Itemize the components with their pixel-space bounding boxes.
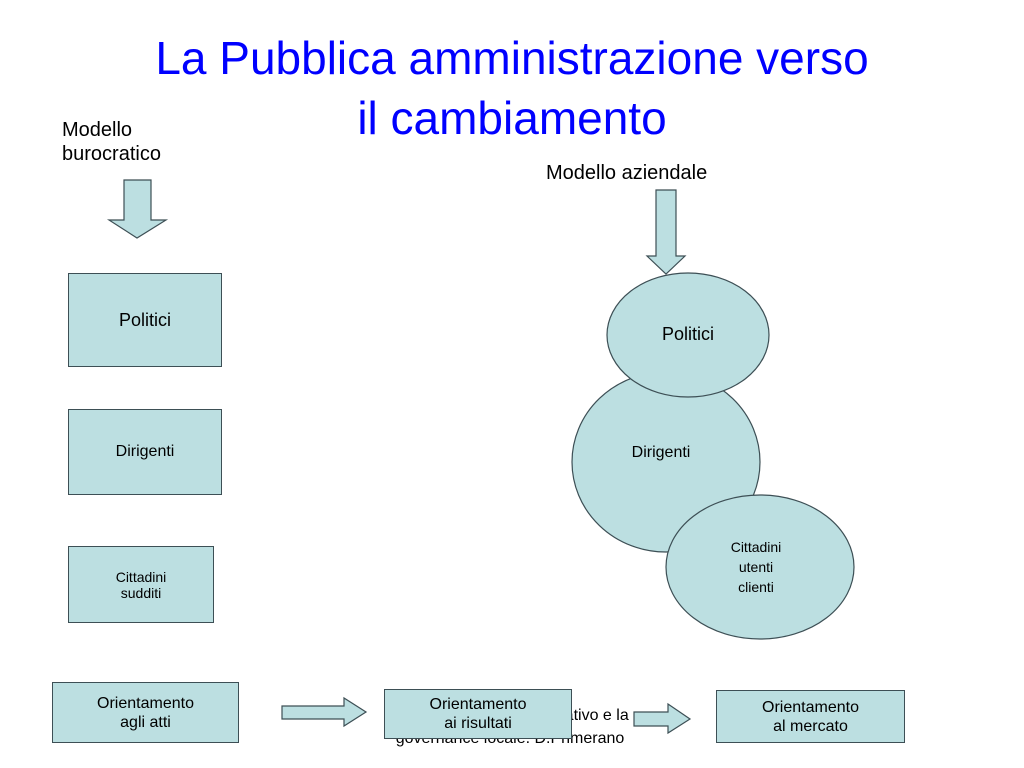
- business-model-label: Modello aziendale: [546, 162, 708, 184]
- bureaucratic-politici-label: Politici: [118, 309, 171, 330]
- orientation-atti-box: Orientamento agli atti: [52, 682, 239, 743]
- orientation-arrow-2: [633, 702, 692, 735]
- business-cittadini-label-line-1: Cittadini: [730, 539, 782, 555]
- title-line-2: il cambiamento: [357, 92, 667, 144]
- bureaucratic-politici-box: Politici: [68, 273, 222, 367]
- orientation-mercato-line-1: Orientamento: [762, 698, 859, 716]
- bureaucratic-model-label-line-2: burocratico: [62, 143, 161, 165]
- business-politici-circle: [606, 272, 770, 398]
- orientation-mercato-box: Orientamento al mercato: [716, 690, 905, 743]
- bureaucratic-cittadini-label-line-2: sudditi: [120, 584, 162, 601]
- orientation-atti-line-1: Orientamento: [97, 694, 194, 712]
- bureaucratic-model-label-line-1: Modello: [62, 119, 133, 141]
- page-title: La Pubblica amministrazione verso il cam…: [40, 28, 984, 148]
- orientation-atti-line-2: agli atti: [120, 713, 171, 731]
- business-dirigenti-label: Dirigenti: [631, 444, 691, 461]
- orientation-risultati-line-1: Orientamento: [429, 696, 527, 713]
- business-cittadini-label-line-3: clienti: [738, 579, 774, 595]
- orientation-risultati-line-2: ai risultati: [444, 715, 512, 732]
- bureaucratic-cittadini-box: Cittadini sudditi: [68, 546, 214, 623]
- business-cittadini-label: Cittadini utenti clienti: [696, 537, 816, 597]
- business-politici-label: Politici: [661, 324, 714, 344]
- business-cittadini-circle: [665, 494, 855, 640]
- bureaucratic-cittadini-label-line-1: Cittadini: [115, 568, 167, 585]
- business-cittadini-label-line-2: utenti: [738, 559, 774, 575]
- title-line-1: La Pubblica amministrazione verso: [155, 32, 869, 84]
- bureaucratic-dirigenti-label: Dirigenti: [115, 443, 175, 460]
- bureaucratic-model-label: Modello burocratico: [62, 118, 161, 166]
- bureaucratic-dirigenti-box: Dirigenti: [68, 409, 222, 495]
- business-down-arrow: [645, 189, 687, 275]
- orientation-risultati-box: Orientamento ai risultati: [384, 689, 572, 739]
- bureaucratic-down-arrow: [106, 179, 169, 239]
- orientation-arrow-1: [281, 696, 368, 728]
- orientation-mercato-line-2: al mercato: [773, 717, 848, 735]
